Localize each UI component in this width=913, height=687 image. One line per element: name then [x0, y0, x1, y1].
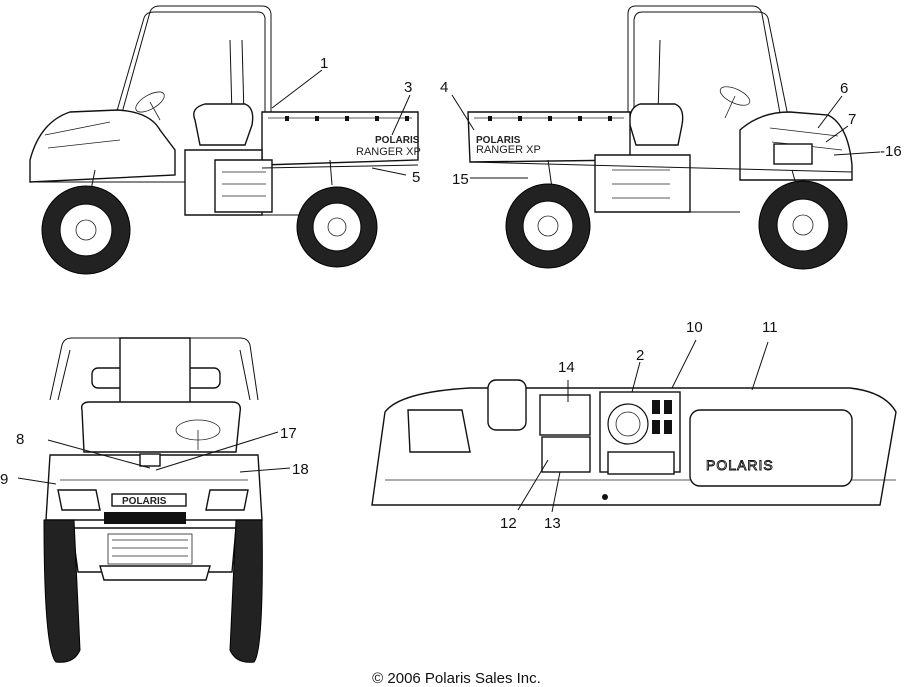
callout-15: 15 [452, 171, 469, 188]
callout-6: 6 [840, 80, 848, 97]
callout-13: 13 [544, 515, 561, 532]
callout-numbers: 1 2 3 4 5 6 7 8 9 10 11 12 13 14 15 -16 … [0, 55, 902, 532]
dashboard-view: POLARIS [371, 379, 897, 506]
callout-3: 3 [404, 79, 412, 96]
callout-17: 17 [280, 425, 297, 442]
copyright-notice: © 2006 Polaris Sales Inc. [372, 670, 541, 687]
callout-4: 4 [440, 79, 448, 96]
decal-polaris-front: POLARIS [122, 496, 167, 507]
decal-polaris-small-right: POLARIS [476, 135, 521, 146]
decal-ranger-xp-right: RANGER XP [476, 144, 541, 156]
callout-11: 11 [762, 319, 778, 336]
callout-14: 14 [558, 359, 575, 376]
leader-lines [17, 69, 881, 513]
callout-7: 7 [848, 111, 856, 128]
callout-2: 2 [636, 347, 644, 364]
callout-18: 18 [292, 461, 309, 478]
decal-polaris-dash: POLARIS [706, 457, 774, 473]
vehicle-front-view: POLARIS [43, 337, 263, 663]
callout-1: 1 [320, 55, 328, 72]
decal-polaris-small-left: POLARIS [375, 135, 420, 146]
callout-12: 12 [500, 515, 517, 532]
callout-8: 8 [16, 431, 24, 448]
vehicle-right-side-view: POLARIS RANGER XP [467, 5, 853, 270]
decal-ranger-xp-left: RANGER XP [356, 146, 421, 158]
callout-10: 10 [686, 319, 703, 336]
callout-16: -16 [880, 143, 902, 160]
callout-5: 5 [412, 169, 420, 186]
vehicle-left-side-view: POLARIS RANGER XP [29, 5, 421, 275]
callout-9: 9 [0, 471, 8, 488]
